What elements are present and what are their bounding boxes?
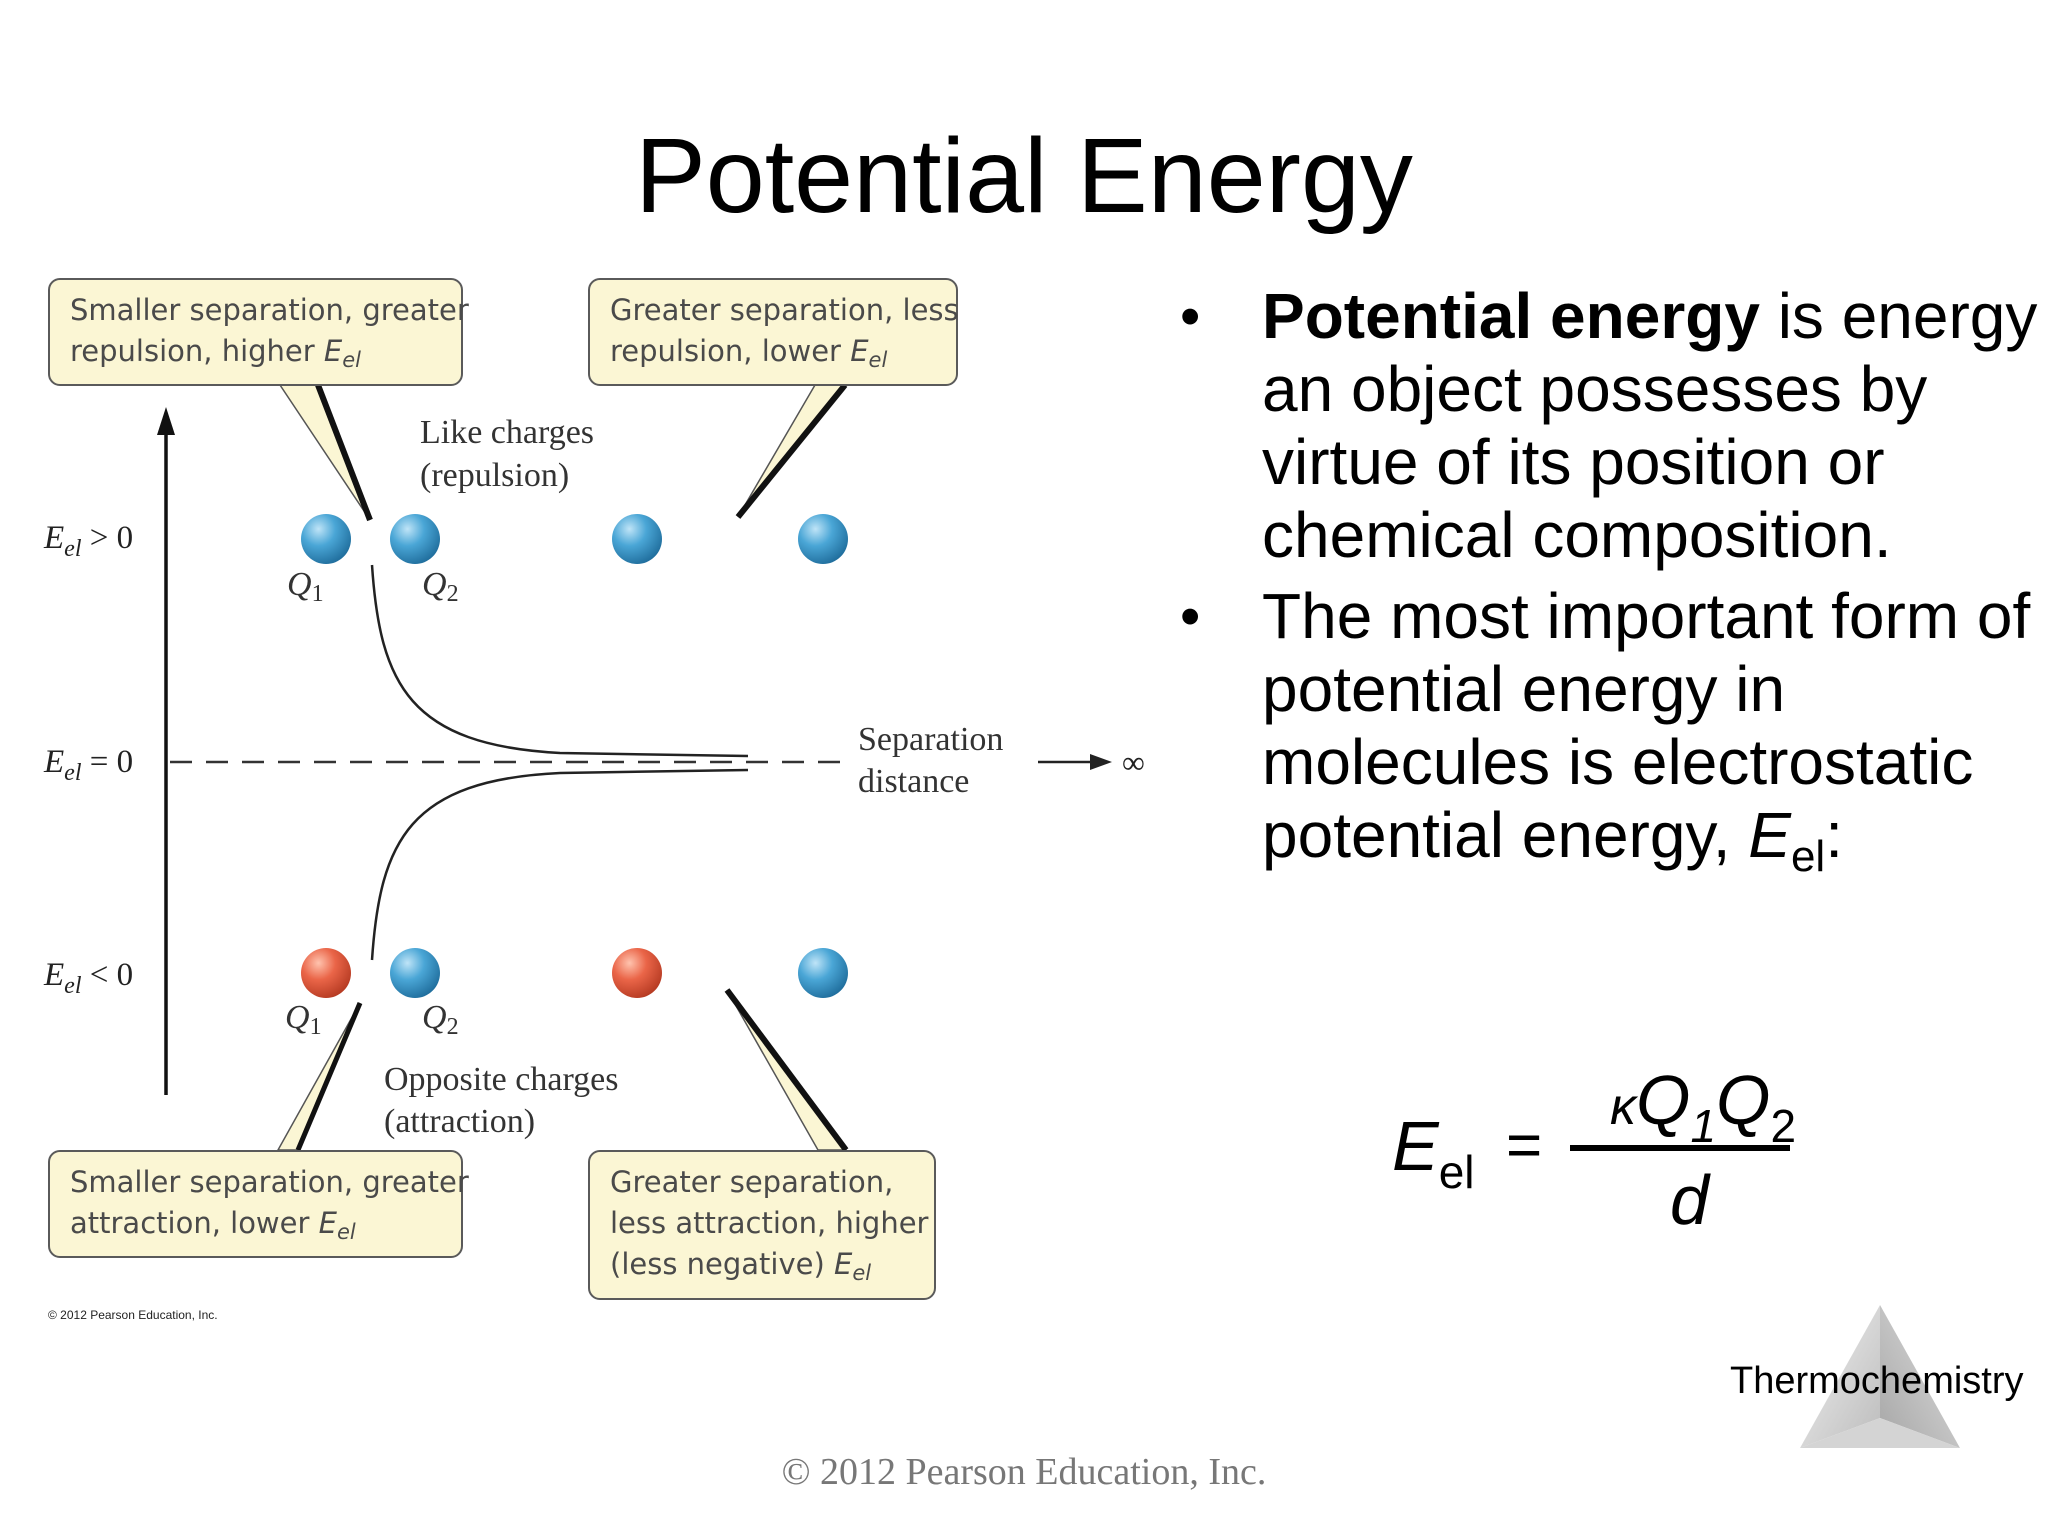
- callout-symbol: E: [850, 334, 869, 368]
- axis-label-positive: Eel > 0: [43, 520, 133, 562]
- charge-positive: [798, 514, 848, 564]
- separation-label: Separation: [858, 721, 1003, 758]
- charge-positive: [390, 948, 440, 998]
- callout-text: repulsion, lower: [610, 334, 851, 368]
- charge-negative: [301, 948, 351, 998]
- charge-label-q1: Q1: [287, 566, 324, 607]
- charge-positive: [612, 514, 662, 564]
- callout-text: Smaller separation, greater: [70, 1165, 469, 1199]
- callout-bottom-left: Smaller separation, greater attraction, …: [48, 1150, 469, 1258]
- callout-symbol: E: [834, 1247, 853, 1281]
- callout-text: Smaller separation, greater: [70, 293, 469, 327]
- distance-label: distance: [858, 763, 969, 800]
- potential-energy-diagram: Eel > 0 Eel = 0 Eel < 0 Like charges (re…: [43, 383, 1145, 1152]
- bullet-subscript: el: [1790, 832, 1826, 881]
- callout-top-right: Greater separation, less repulsion, lowe…: [588, 278, 959, 386]
- repulsion-curve: [370, 564, 749, 758]
- opposite-charges-label: Opposite charges: [384, 1061, 618, 1098]
- callout-text: Greater separation,: [610, 1165, 894, 1199]
- callout-top-left: Smaller separation, greater repulsion, h…: [48, 278, 469, 386]
- formula-symbol: E: [1392, 1107, 1439, 1185]
- bullet-item: • The most important form of potential e…: [1180, 580, 2040, 893]
- callout-bottom-right: Greater separation, less attraction, hig…: [588, 1150, 936, 1300]
- formula-lhs: Eel: [1392, 1106, 1475, 1199]
- formula-numerator: κQ1Q2: [1610, 1060, 1796, 1153]
- separation-arrowhead: [1090, 754, 1112, 770]
- energy-axis-arrowhead: [157, 407, 175, 435]
- attraction-curve: [370, 768, 749, 961]
- bullet-text: The most important form of potential ene…: [1262, 580, 2031, 871]
- charge-negative: [612, 948, 662, 998]
- attraction-label: (attraction): [384, 1103, 535, 1140]
- infinity-symbol: ∞: [1122, 744, 1145, 780]
- callout-text: Greater separation, less: [610, 293, 959, 327]
- figure-credit: © 2012 Pearson Education, Inc.: [48, 1308, 218, 1322]
- formula-q2: Q: [1716, 1061, 1771, 1139]
- charge-positive: [390, 514, 440, 564]
- section-label: Thermochemistry: [1730, 1360, 2024, 1402]
- fraction-bar: [1570, 1145, 1790, 1151]
- callout-text: less attraction, higher: [610, 1206, 929, 1240]
- charge-label-q2: Q2: [422, 566, 459, 607]
- slide-title: Potential Energy: [635, 117, 1413, 235]
- repulsion-label: (repulsion): [420, 457, 569, 494]
- bullet-marker: •: [1180, 584, 1201, 649]
- charge-positive: [301, 514, 351, 564]
- axis-label-negative: Eel < 0: [43, 957, 133, 999]
- charge-label-q1: Q1: [285, 999, 322, 1040]
- callout-subscript: el: [342, 348, 361, 372]
- charge-label-q2: Q2: [422, 999, 459, 1040]
- formula-kappa: κ: [1610, 1078, 1636, 1136]
- callout-text: (less negative): [610, 1247, 835, 1281]
- callout-text: repulsion, higher: [70, 334, 324, 368]
- axis-label-zero: Eel = 0: [43, 744, 133, 786]
- formula-q1: Q: [1636, 1061, 1691, 1139]
- bullet-list: • Potential energy is energy an object p…: [1180, 280, 2040, 901]
- bullet-item: • Potential energy is energy an object p…: [1180, 280, 2040, 572]
- callout-text: attraction, lower: [70, 1206, 319, 1240]
- charge-positive: [798, 948, 848, 998]
- callout-subscript: el: [868, 348, 888, 372]
- pyramid-logo: [1800, 1305, 1960, 1448]
- bullet-marker: •: [1180, 284, 1201, 349]
- coulomb-formula: Eel = κQ1Q2 d: [1380, 1060, 1840, 1240]
- callout-symbol: E: [318, 1206, 337, 1240]
- callout-subscript: el: [336, 1220, 356, 1244]
- callout-subscript: el: [852, 1261, 872, 1285]
- formula-denominator: d: [1670, 1161, 1709, 1239]
- bullet-symbol: E: [1748, 799, 1791, 871]
- formula-equals: =: [1506, 1111, 1543, 1180]
- bullet-bold-text: Potential energy: [1262, 280, 1760, 352]
- copyright-footer: © 2012 Pearson Education, Inc.: [781, 1451, 1267, 1493]
- formula-subscript: 2: [1770, 1100, 1797, 1152]
- bullet-text: is energy an object possesses by virtue …: [1262, 280, 2038, 571]
- formula-subscript: 1: [1690, 1100, 1717, 1152]
- like-charges-label: Like charges: [420, 414, 594, 451]
- bullet-tail: :: [1825, 799, 1843, 871]
- callout-symbol: E: [323, 334, 343, 368]
- formula-subscript: el: [1438, 1146, 1475, 1198]
